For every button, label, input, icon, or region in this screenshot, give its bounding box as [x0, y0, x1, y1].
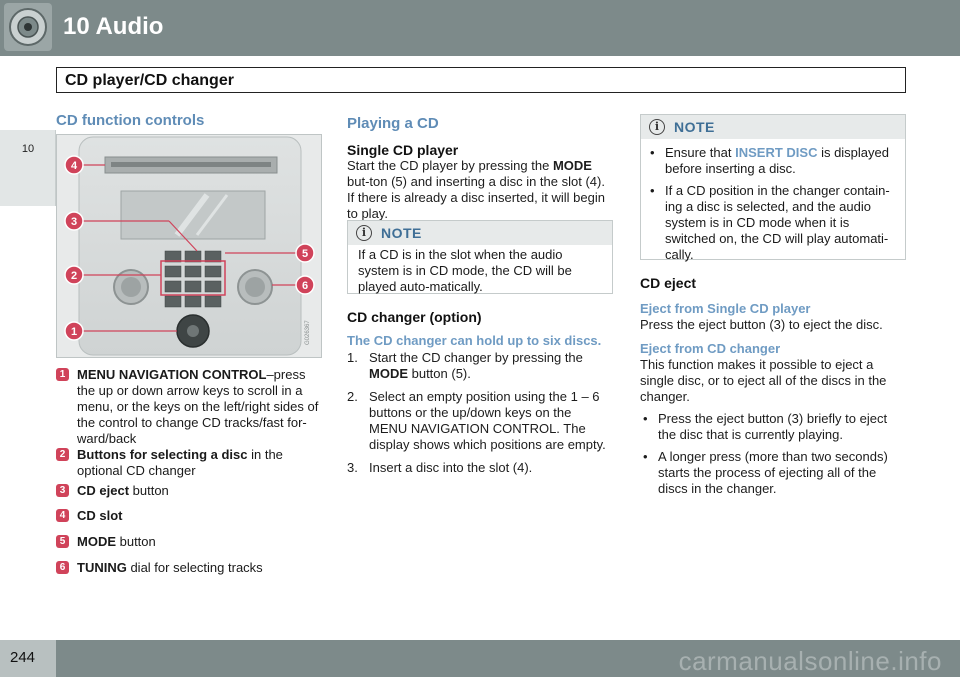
callout-2: 2 — [71, 270, 77, 282]
middle-column: Playing a CD Single CD player Start the … — [347, 116, 613, 222]
callout-1: 1 — [71, 326, 77, 338]
info-icon: i — [649, 119, 665, 135]
cd-changer-heading: CD changer (option) — [347, 309, 482, 325]
eject-bullet-2: A longer press (more than two seconds) s… — [640, 449, 906, 497]
legend-number: 2 — [56, 448, 69, 461]
cd-changer-section: CD changer (option) The CD changer can h… — [347, 309, 613, 483]
step-2: 2.Select an empty position using the 1 –… — [347, 389, 606, 452]
footer-bar — [0, 640, 960, 677]
eject-changer-text: This function makes it possible to eject… — [640, 357, 887, 404]
step-1: 1.Start the CD changer by pressing the M… — [347, 350, 583, 381]
playing-cd-heading: Playing a CD — [347, 115, 439, 132]
eject-bullet-1: Press the eject button (3) briefly to ej… — [640, 411, 906, 443]
note-box-right: i NOTE Ensure that INSERT DISC is displa… — [640, 114, 906, 263]
control-panel-illustration: 4 3 2 1 5 6 G026367 — [56, 134, 322, 358]
chapter-tab — [0, 130, 56, 206]
note-bullet-1: Ensure that INSERT DISC is displayed bef… — [647, 145, 897, 177]
eject-single-heading: Eject from Single CD player — [640, 301, 811, 316]
header-bar — [0, 0, 960, 56]
eject-changer-heading: Eject from CD changer — [640, 341, 781, 356]
note-label: NOTE — [674, 119, 715, 135]
cd-controls-heading: CD function controls — [56, 112, 205, 129]
chapter-title: 10 Audio — [63, 13, 164, 40]
legend-number: 4 — [56, 509, 69, 522]
footer-page-box — [0, 640, 56, 677]
page-number: 244 — [10, 649, 36, 666]
logo-icon — [4, 3, 52, 51]
step-3: 3.Insert a disc into the slot (4). — [347, 460, 533, 475]
note-text: If a CD is in the slot when the audio sy… — [358, 247, 572, 294]
callout-4: 4 — [71, 160, 78, 172]
section-title: CD player/CD changer — [65, 72, 234, 89]
watermark: carmanualsonline.info — [678, 646, 942, 676]
cd-changer-subheading: The CD changer can hold up to six discs. — [347, 333, 602, 348]
note-label: NOTE — [381, 225, 422, 241]
chapter-tab-number: 10 — [21, 143, 35, 155]
callout-6: 6 — [302, 280, 308, 292]
callout-5: 5 — [302, 248, 308, 260]
section-header-box — [56, 67, 906, 93]
legend-number: 1 — [56, 368, 69, 381]
note-header — [348, 221, 612, 245]
note-bullet-2: If a CD position in the changer contain-… — [647, 183, 897, 263]
eject-section: CD eject Eject from Single CD player Pre… — [640, 275, 906, 503]
single-cd-heading: Single CD player — [347, 142, 459, 158]
eject-single-text: Press the eject button (3) to eject the … — [640, 317, 883, 332]
callout-3: 3 — [71, 216, 77, 228]
image-code: G026367 — [305, 320, 311, 345]
left-column: CD function controls — [56, 113, 321, 129]
legend-number: 3 — [56, 484, 69, 497]
cd-eject-heading: CD eject — [640, 275, 697, 291]
note-header — [641, 115, 905, 139]
legend-number: 6 — [56, 561, 69, 574]
info-icon: i — [356, 225, 372, 241]
single-cd-paragraph: Start the CD player by pressing the MODE… — [347, 158, 605, 221]
legend-number: 5 — [56, 535, 69, 548]
note-box-middle: i NOTE If a CD is in the slot when the a… — [347, 220, 613, 294]
